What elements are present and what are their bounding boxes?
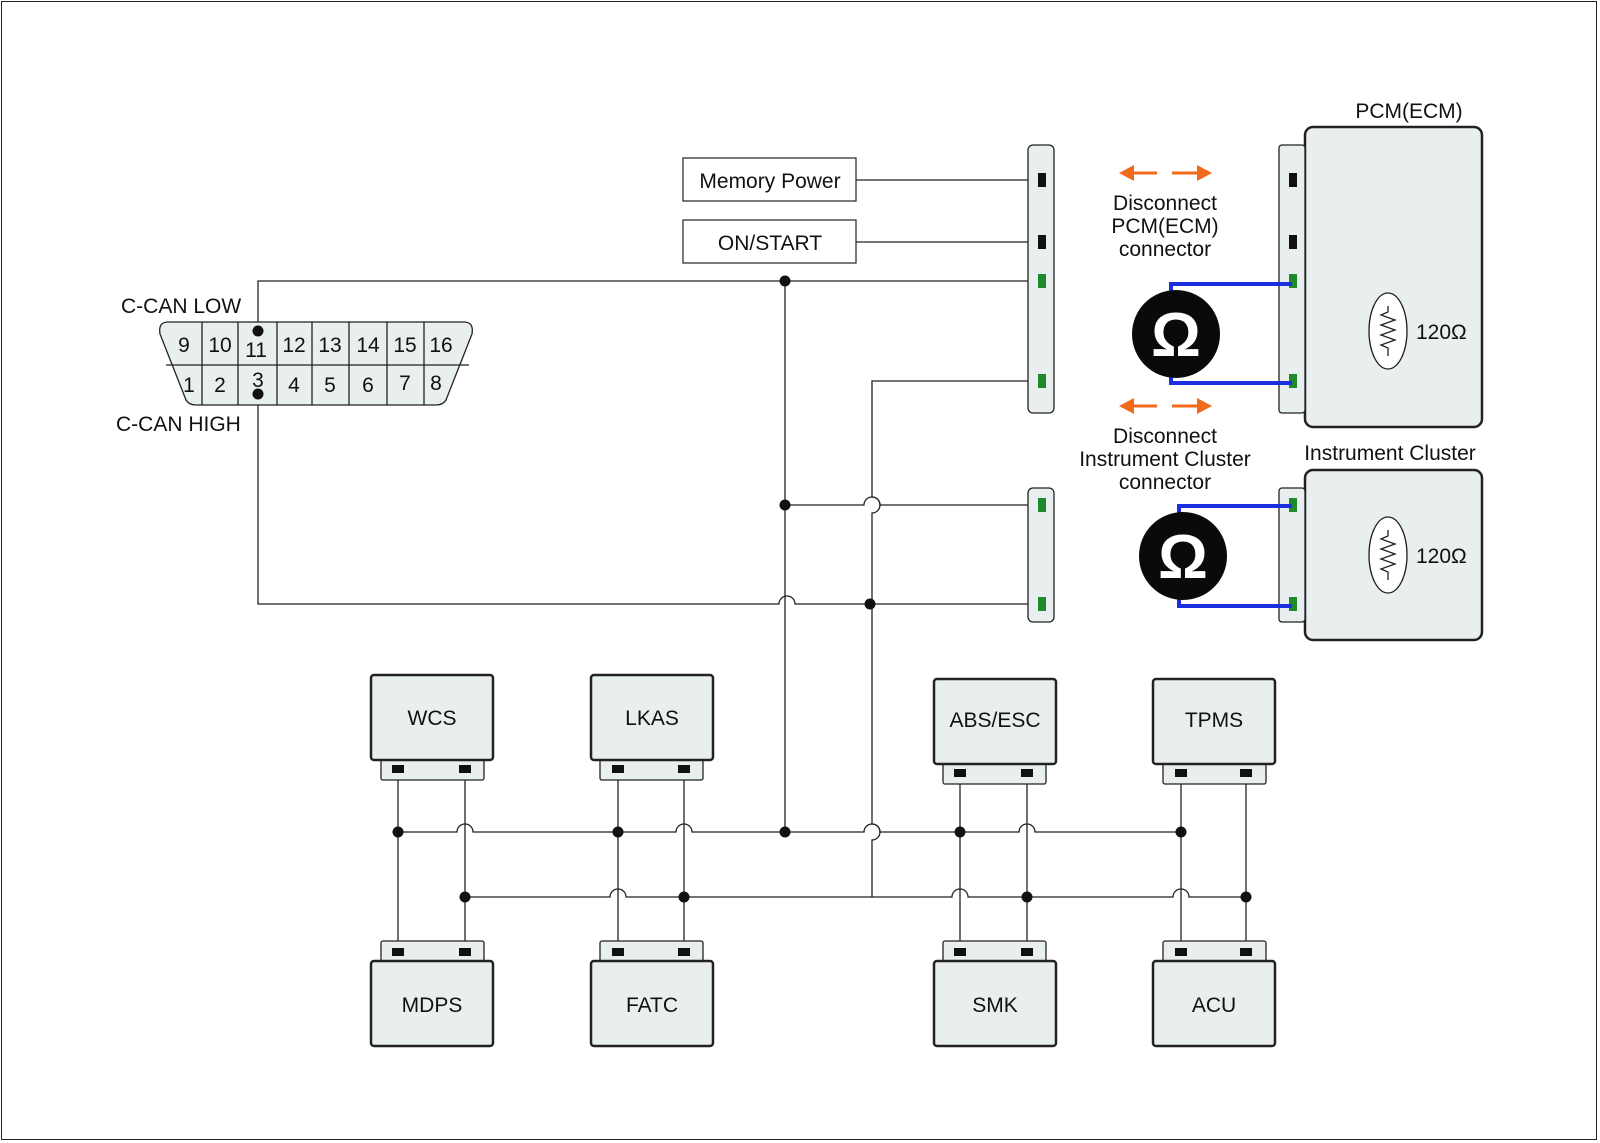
junction-dots (392, 275, 1252, 903)
can-high-label: C-CAN HIGH (116, 413, 241, 436)
module-smk: SMK (932, 940, 1058, 1048)
svg-text:Instrument Cluster: Instrument Cluster (1079, 448, 1251, 471)
module-abs-esc: ABS/ESC (932, 677, 1058, 785)
pin-11-dot (252, 325, 264, 337)
module-low-bus (398, 823, 1181, 833)
obd-pin-label: 5 (324, 374, 336, 397)
resistor-icon (1379, 306, 1397, 356)
cluster-low-wire (785, 496, 1042, 506)
svg-text:connector: connector (1119, 238, 1211, 261)
cluster-resistor-housing (1368, 516, 1408, 594)
obd-connector: 9 10 11 12 13 14 15 16 1 2 3 4 5 6 7 8 C… (116, 295, 473, 436)
pcm-title: PCM(ECM) (1355, 100, 1462, 123)
arrow-left-icon (1119, 165, 1134, 181)
instrument-cluster-module: Instrument Cluster 120Ω (1278, 442, 1484, 642)
module-label: MDPS (402, 994, 463, 1017)
module-label: SMK (972, 994, 1018, 1017)
resistor-icon (1379, 530, 1397, 580)
module-lkas: LKAS (589, 673, 715, 781)
module-acu: ACU (1151, 940, 1277, 1048)
arrow-right-icon (1197, 165, 1212, 181)
ohm-symbol: Ω (1158, 523, 1208, 592)
harness-connector-upper (1027, 144, 1055, 414)
can-low-label: C-CAN LOW (121, 295, 241, 318)
obd-connector-body (159, 321, 473, 406)
pcm-disconnect-text: Disconnect PCM(ECM) connector (1111, 192, 1218, 261)
pcm-disconnect-arrows (1119, 165, 1212, 181)
obd-pin-label: 16 (429, 334, 452, 357)
module-label: FATC (626, 994, 678, 1017)
pcm-ohmmeter: Ω (1132, 282, 1292, 385)
on-start-box: ON/START (682, 219, 857, 264)
obd-pin-label: 4 (288, 374, 300, 397)
obd-pin-label: 6 (362, 374, 374, 397)
ohm-icon (1139, 512, 1227, 600)
svg-text:PCM(ECM): PCM(ECM) (1111, 215, 1218, 238)
cluster-resistor-value: 120Ω (1416, 545, 1467, 568)
pin-3-dot (252, 388, 264, 400)
harness-connector-lower (1027, 487, 1055, 623)
on-start-label: ON/START (718, 232, 822, 255)
svg-text:connector: connector (1119, 471, 1211, 494)
cluster-ohmmeter: Ω (1139, 504, 1292, 608)
obd-pin-label: 15 (393, 334, 416, 357)
svg-text:Disconnect: Disconnect (1113, 425, 1217, 448)
module-label: LKAS (625, 707, 679, 730)
can-high-wire (257, 394, 1042, 605)
ohm-symbol: Ω (1151, 301, 1201, 370)
svg-text:Disconnect: Disconnect (1113, 192, 1217, 215)
cluster-title: Instrument Cluster (1304, 442, 1476, 465)
obd-pin-label: 2 (214, 374, 226, 397)
arrow-right-icon (1197, 398, 1212, 414)
module-label: WCS (408, 707, 457, 730)
module-label: ABS/ESC (949, 709, 1040, 732)
can-low-wire (257, 280, 1042, 328)
cluster-disconnect-text: Disconnect Instrument Cluster connector (1079, 425, 1251, 494)
obd-pin-label: 7 (399, 372, 411, 395)
obd-pin-label: 8 (430, 372, 442, 395)
ohm-icon (1132, 290, 1220, 378)
can-high-trunk (871, 380, 1042, 897)
module-label: ACU (1192, 994, 1236, 1017)
obd-pin-label: 13 (318, 334, 341, 357)
arrow-left-icon (1119, 398, 1134, 414)
cluster-disconnect-arrows (1119, 398, 1212, 414)
pcm-resistor-value: 120Ω (1416, 321, 1467, 344)
obd-pin-label: 14 (356, 334, 380, 357)
module-mdps: MDPS (369, 940, 495, 1048)
obd-pin-label: 9 (178, 334, 190, 357)
memory-power-label: Memory Power (699, 170, 840, 193)
obd-pin-label: 10 (208, 334, 231, 357)
module-label: TPMS (1185, 709, 1243, 732)
memory-power-box: Memory Power (682, 157, 857, 202)
obd-pin-label: 11 (245, 339, 267, 362)
obd-pin-label: 1 (183, 374, 195, 397)
module-high-bus (465, 888, 1246, 898)
obd-pin-label: 12 (282, 334, 305, 357)
module-wcs: WCS (369, 673, 495, 781)
module-fatc: FATC (589, 940, 715, 1048)
pcm-ecm-module: PCM(ECM) 120Ω (1278, 100, 1484, 429)
obd-pin-label: 3 (252, 369, 264, 392)
pcm-resistor-housing (1368, 292, 1408, 370)
module-tpms: TPMS (1151, 677, 1277, 785)
